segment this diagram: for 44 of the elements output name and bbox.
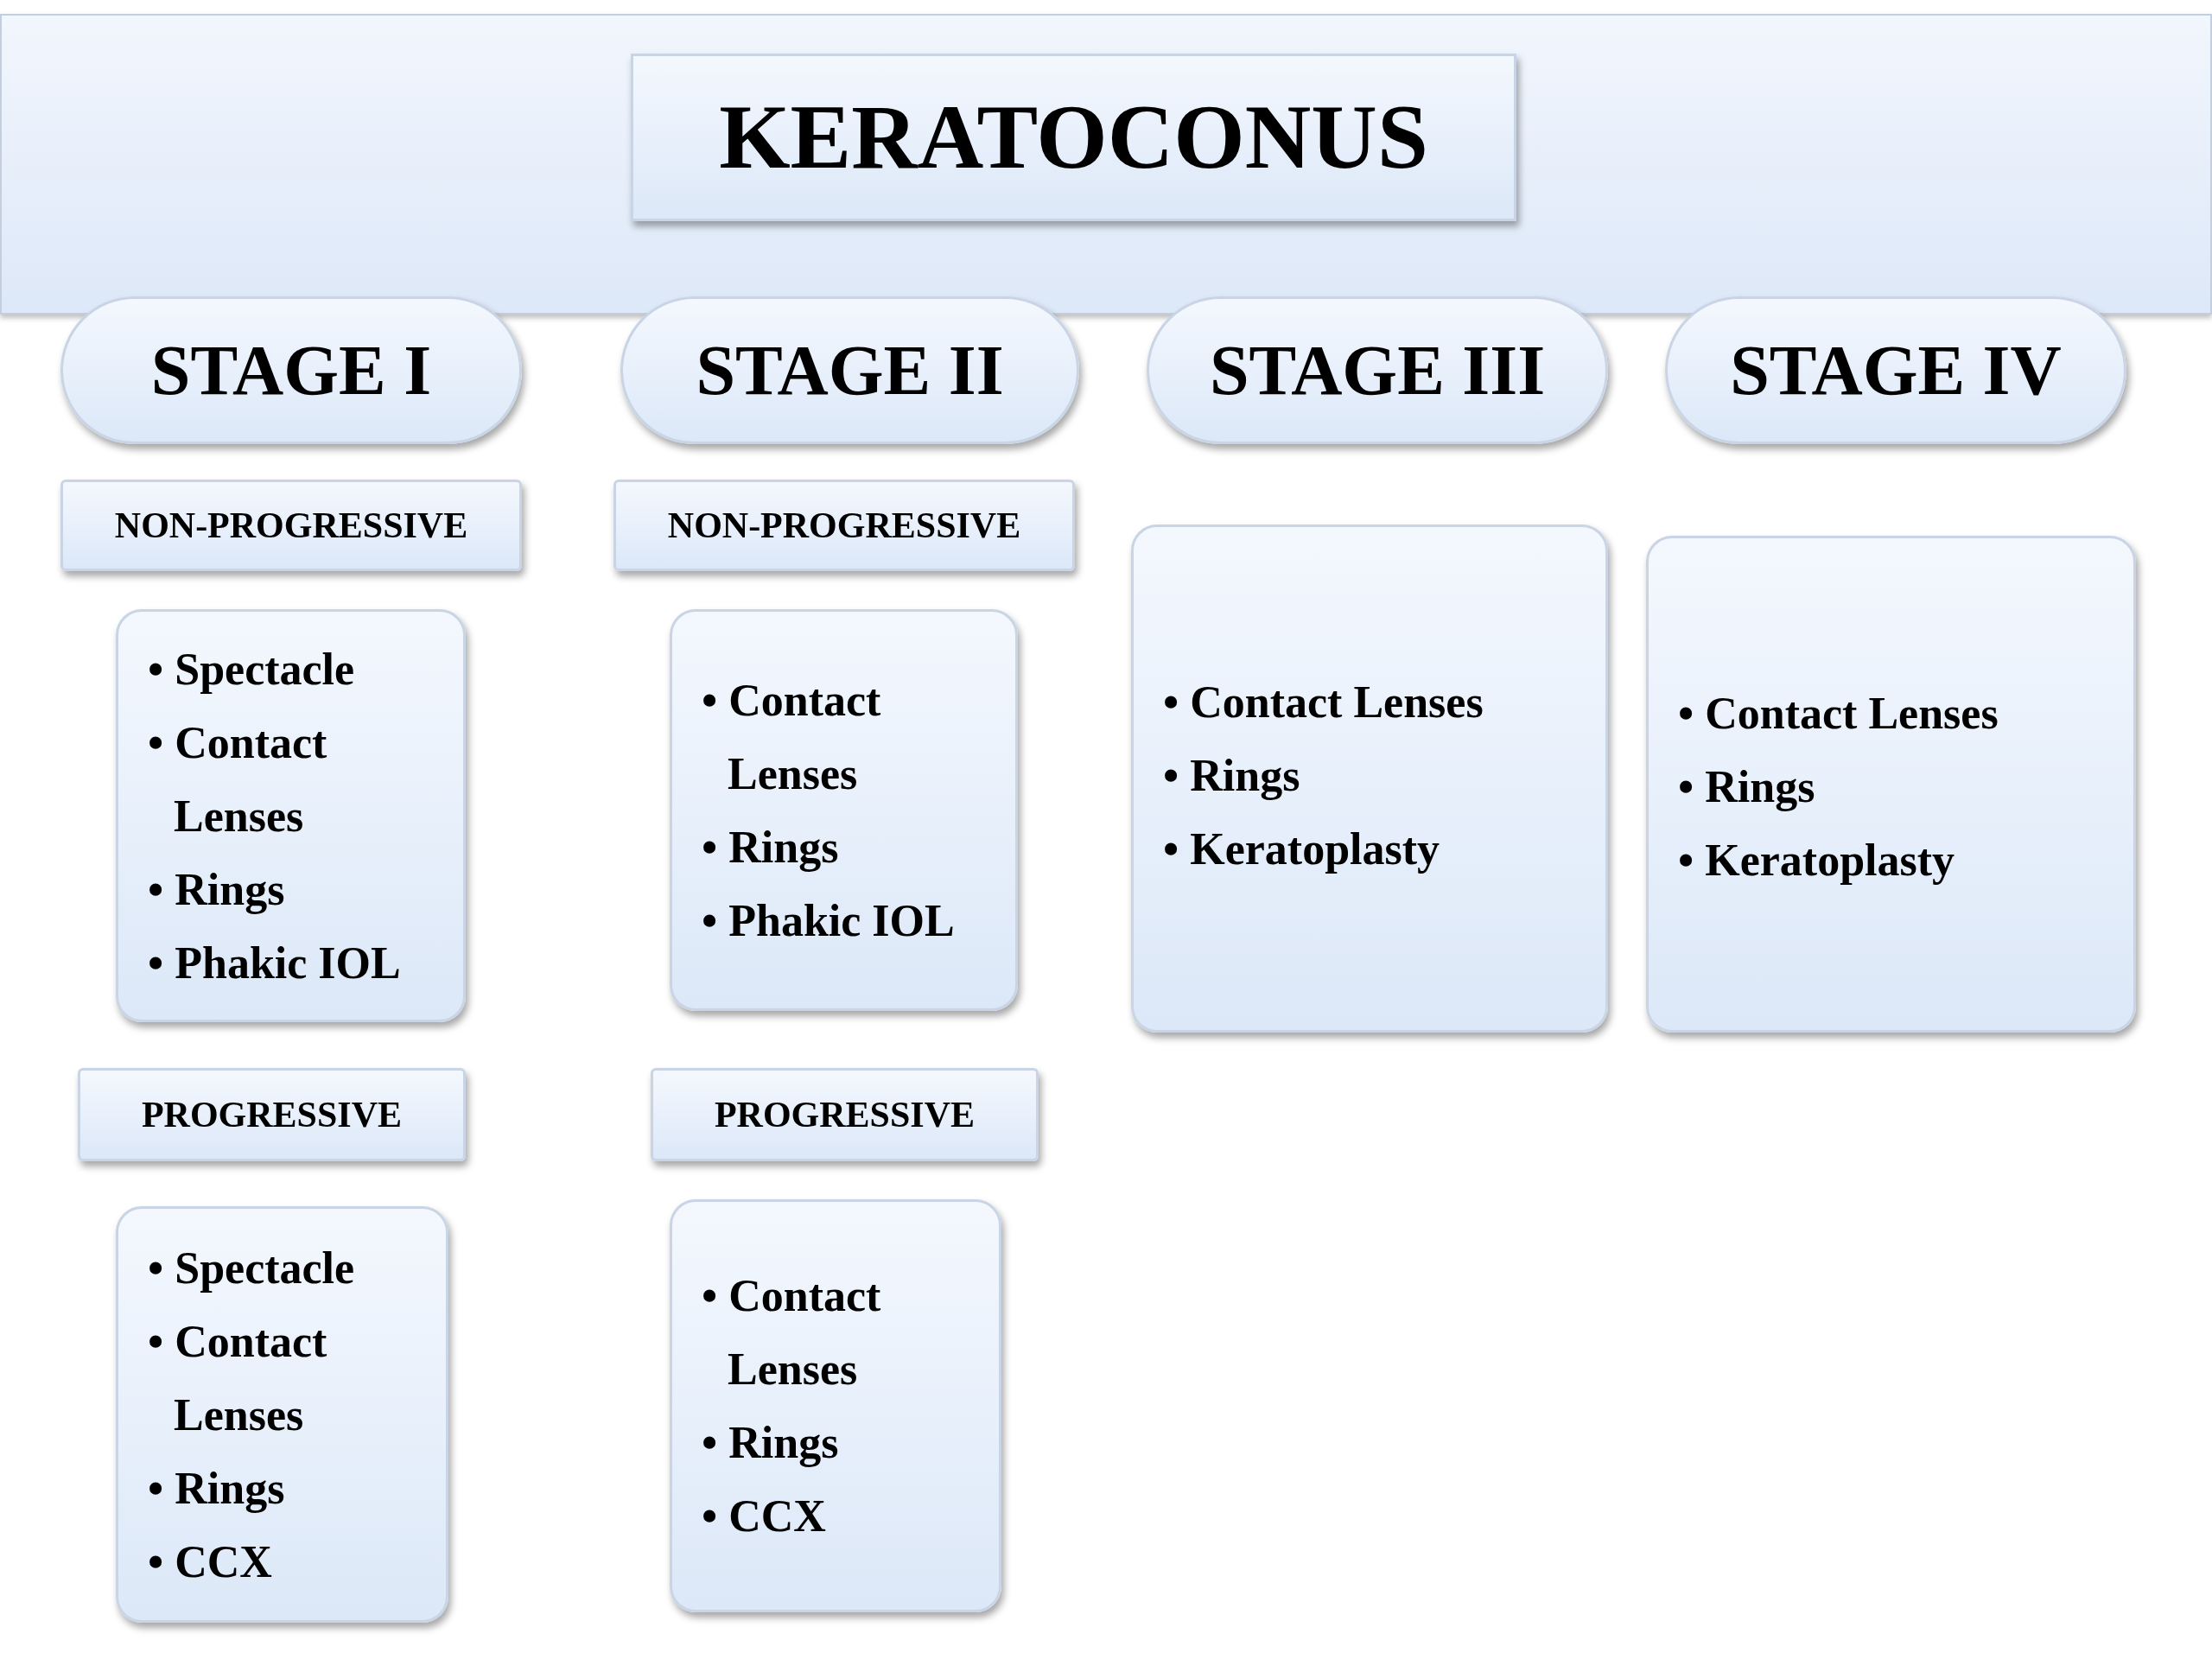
- treatment-item: • Phakic IOL: [148, 937, 402, 989]
- treatment-box: [116, 1206, 448, 1623]
- treatment-box: [1131, 524, 1608, 1033]
- stage-label: STAGE IV: [1730, 329, 2062, 411]
- treatment-box: [670, 1199, 1001, 1612]
- title-text: KERATOCONUS: [719, 86, 1428, 189]
- stage-label: STAGE III: [1209, 329, 1546, 411]
- treatment-item: • CCX: [148, 1535, 273, 1588]
- stage-pill: [620, 296, 1079, 444]
- treatment-item: • Keratoplasty: [1678, 835, 1956, 887]
- treatment-item: • Contact Lenses: [702, 674, 882, 800]
- title-box: [631, 54, 1516, 221]
- treatment-box: [1646, 536, 2136, 1033]
- treatment-item: • Rings: [1678, 761, 1816, 813]
- stage-pill: [60, 296, 522, 444]
- treatment-box: [116, 609, 466, 1022]
- category-label: PROGRESSIVE: [714, 1094, 976, 1135]
- treatment-item: • Spectacle: [148, 643, 356, 696]
- treatment-item: • Rings: [702, 1417, 840, 1469]
- treatment-box: [670, 609, 1018, 1011]
- category-box: [651, 1068, 1039, 1161]
- treatment-item: • Contact Lenses: [702, 1270, 882, 1395]
- category-box: [613, 480, 1075, 571]
- treatment-item: • Rings: [1163, 750, 1301, 802]
- treatment-item: • Contact Lenses: [1678, 688, 1999, 740]
- treatment-item: • Rings: [702, 821, 840, 874]
- category-label: PROGRESSIVE: [141, 1094, 403, 1135]
- treatment-item: • Contact Lenses: [148, 716, 328, 842]
- treatment-item: • Rings: [148, 863, 286, 916]
- stage-pill: [1665, 296, 2126, 444]
- treatment-item: • Rings: [148, 1462, 286, 1515]
- category-label: NON-PROGRESSIVE: [667, 505, 1021, 546]
- stage-pill: [1147, 296, 1608, 444]
- category-box: [60, 480, 522, 571]
- treatment-item: • Contact Lenses: [1163, 677, 1484, 728]
- stage-label: STAGE I: [150, 329, 432, 411]
- category-box: [78, 1068, 466, 1161]
- stage-label: STAGE II: [696, 329, 1004, 411]
- treatment-item: • Keratoplasty: [1163, 823, 1441, 875]
- treatment-item: • Phakic IOL: [702, 894, 956, 947]
- treatment-item: • CCX: [702, 1491, 827, 1542]
- category-label: NON-PROGRESSIVE: [114, 505, 468, 546]
- treatment-item: • Contact Lenses: [148, 1315, 328, 1441]
- treatment-item: • Spectacle: [148, 1242, 356, 1294]
